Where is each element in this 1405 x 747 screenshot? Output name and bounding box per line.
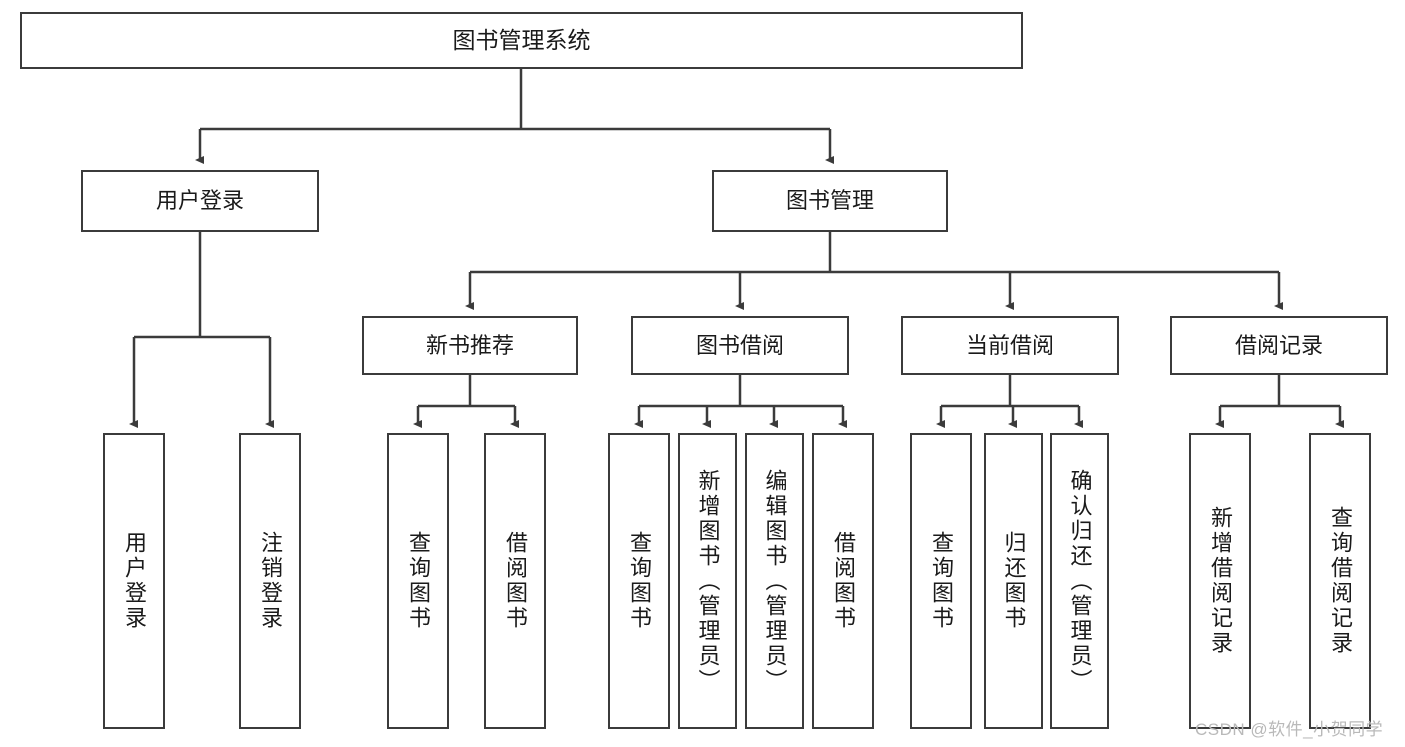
leaf-return-book-label: 归还图书: [1001, 531, 1027, 631]
leaf-logout-login[interactable]: 注销登录: [239, 433, 301, 729]
leaf-query-book-1[interactable]: 查询图书: [387, 433, 449, 729]
leaf-edit-book[interactable]: 编辑图书（管理员）: [745, 433, 804, 729]
leaf-add-book-label: 新增图书（管理员）: [695, 468, 721, 694]
edge-user-login-bus: [129, 232, 274, 428]
node-current-borrow[interactable]: 当前借阅: [901, 316, 1119, 375]
leaf-borrow-book-1-label: 借阅图书: [503, 531, 528, 631]
leaf-add-book[interactable]: 新增图书（管理员）: [678, 433, 737, 729]
leaf-confirm-return-label: 确认归还（管理员）: [1067, 468, 1093, 694]
node-new-book-rec-label: 新书推荐: [425, 332, 514, 358]
leaf-borrow-book-2[interactable]: 借阅图书: [812, 433, 874, 729]
leaf-add-record[interactable]: 新增借阅记录: [1189, 433, 1251, 729]
edge-book-borrow-bus: [634, 375, 847, 428]
leaf-logout-login-label: 注销登录: [258, 531, 283, 631]
leaf-query-book-3[interactable]: 查询图书: [910, 433, 972, 729]
leaf-query-record[interactable]: 查询借阅记录: [1309, 433, 1371, 729]
edge-borrow-record-bus: [1215, 375, 1344, 428]
node-book-borrow[interactable]: 图书借阅: [631, 316, 849, 375]
leaf-user-login[interactable]: 用户登录: [103, 433, 165, 729]
leaf-query-book-3-label: 查询图书: [929, 531, 954, 631]
edge-book-manage-bus: [465, 232, 1283, 310]
leaf-query-book-2-label: 查询图书: [627, 531, 652, 631]
leaf-confirm-return[interactable]: 确认归还（管理员）: [1050, 433, 1109, 729]
leaf-query-book-1-label: 查询图书: [406, 531, 431, 631]
node-user-login[interactable]: 用户登录: [81, 170, 319, 232]
leaf-query-record-label: 查询借阅记录: [1328, 506, 1353, 656]
leaf-add-record-label: 新增借阅记录: [1208, 506, 1233, 656]
node-new-book-rec[interactable]: 新书推荐: [362, 316, 578, 375]
node-book-manage-label: 图书管理: [785, 188, 874, 214]
edge-current-borrow-bus: [936, 375, 1083, 428]
node-root[interactable]: 图书管理系统: [20, 12, 1023, 69]
leaf-return-book[interactable]: 归还图书: [984, 433, 1043, 729]
csdn-watermark: CSDN @软件_小贺同学: [1195, 720, 1384, 739]
node-root-label: 图书管理系统: [452, 26, 591, 53]
node-book-borrow-label: 图书借阅: [695, 332, 784, 358]
node-user-login-label: 用户登录: [155, 188, 244, 214]
node-borrow-record-label: 借阅记录: [1234, 332, 1323, 358]
leaf-edit-book-label: 编辑图书（管理员）: [762, 468, 788, 694]
leaf-user-login-label: 用户登录: [122, 531, 147, 631]
leaf-borrow-book-2-label: 借阅图书: [831, 531, 856, 631]
leaf-borrow-book-1[interactable]: 借阅图书: [484, 433, 546, 729]
node-book-manage[interactable]: 图书管理: [712, 170, 948, 232]
leaf-query-book-2[interactable]: 查询图书: [608, 433, 670, 729]
node-current-borrow-label: 当前借阅: [965, 332, 1054, 358]
edge-new-book-rec-bus: [413, 375, 519, 428]
edge-root-bus: [200, 69, 830, 131]
node-borrow-record[interactable]: 借阅记录: [1170, 316, 1388, 375]
